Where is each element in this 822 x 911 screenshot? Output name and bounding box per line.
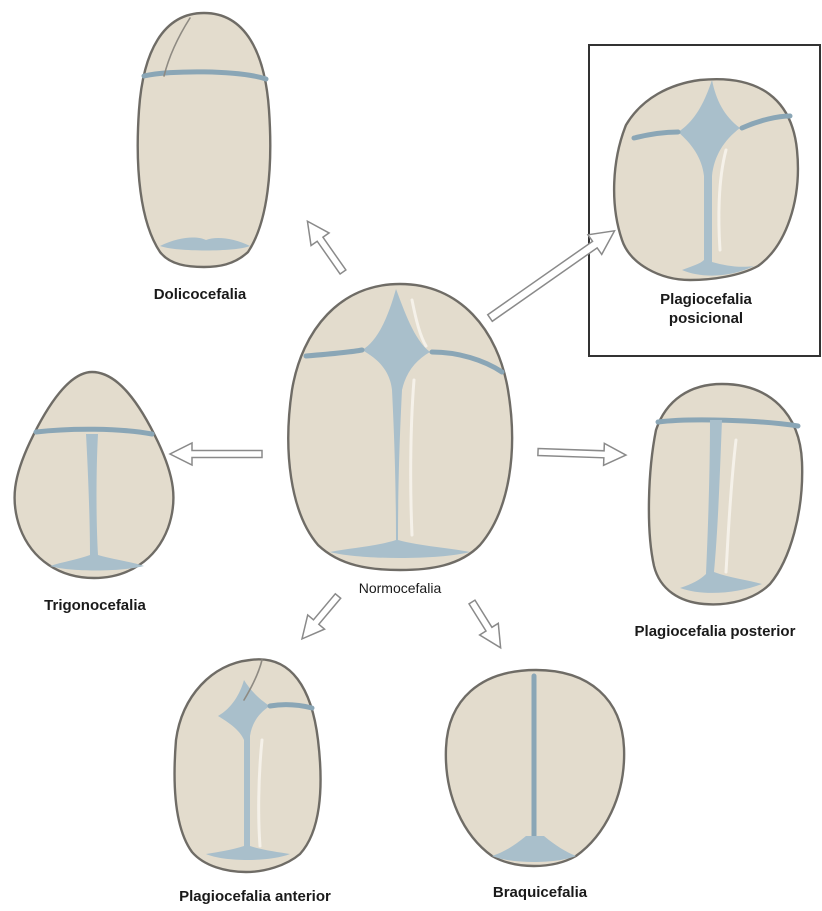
label-normocefalia: Normocefalia xyxy=(330,579,470,597)
label-plagiocefalia-posicional-line2: posicional xyxy=(620,310,792,328)
arrow-to-trigonocefalia xyxy=(170,443,262,465)
skull-plagiocefalia-anterior xyxy=(175,659,321,872)
label-plagiocefalia-posicional-line1: Plagiocefalia xyxy=(620,291,792,309)
label-plagiocefalia-anterior: Plagiocefalia anterior xyxy=(160,888,350,906)
skull-plagiocefalia-posterior xyxy=(649,384,802,604)
skull-normocefalia xyxy=(288,284,512,570)
skull-plagiocefalia-posicional xyxy=(614,79,798,280)
label-dolicocefalia: Dolicocefalia xyxy=(130,286,270,304)
label-braquicefalia: Braquicefalia xyxy=(470,884,610,902)
skull-braquicefalia xyxy=(446,670,624,866)
skull-dolicocefalia xyxy=(138,13,271,267)
arrow-to-plagiocefalia-posterior xyxy=(538,441,627,466)
label-plagiocefalia-posterior: Plagiocefalia posterior xyxy=(612,623,818,641)
label-trigonocefalia: Trigonocefalia xyxy=(20,597,170,615)
arrow-to-plagiocefalia-posicional xyxy=(483,221,621,328)
arrow-to-plagiocefalia-anterior xyxy=(294,589,347,646)
arrow-to-braquicefalia xyxy=(463,596,510,653)
arrow-to-dolicocefalia xyxy=(298,215,352,278)
skull-trigonocefalia xyxy=(15,372,174,578)
